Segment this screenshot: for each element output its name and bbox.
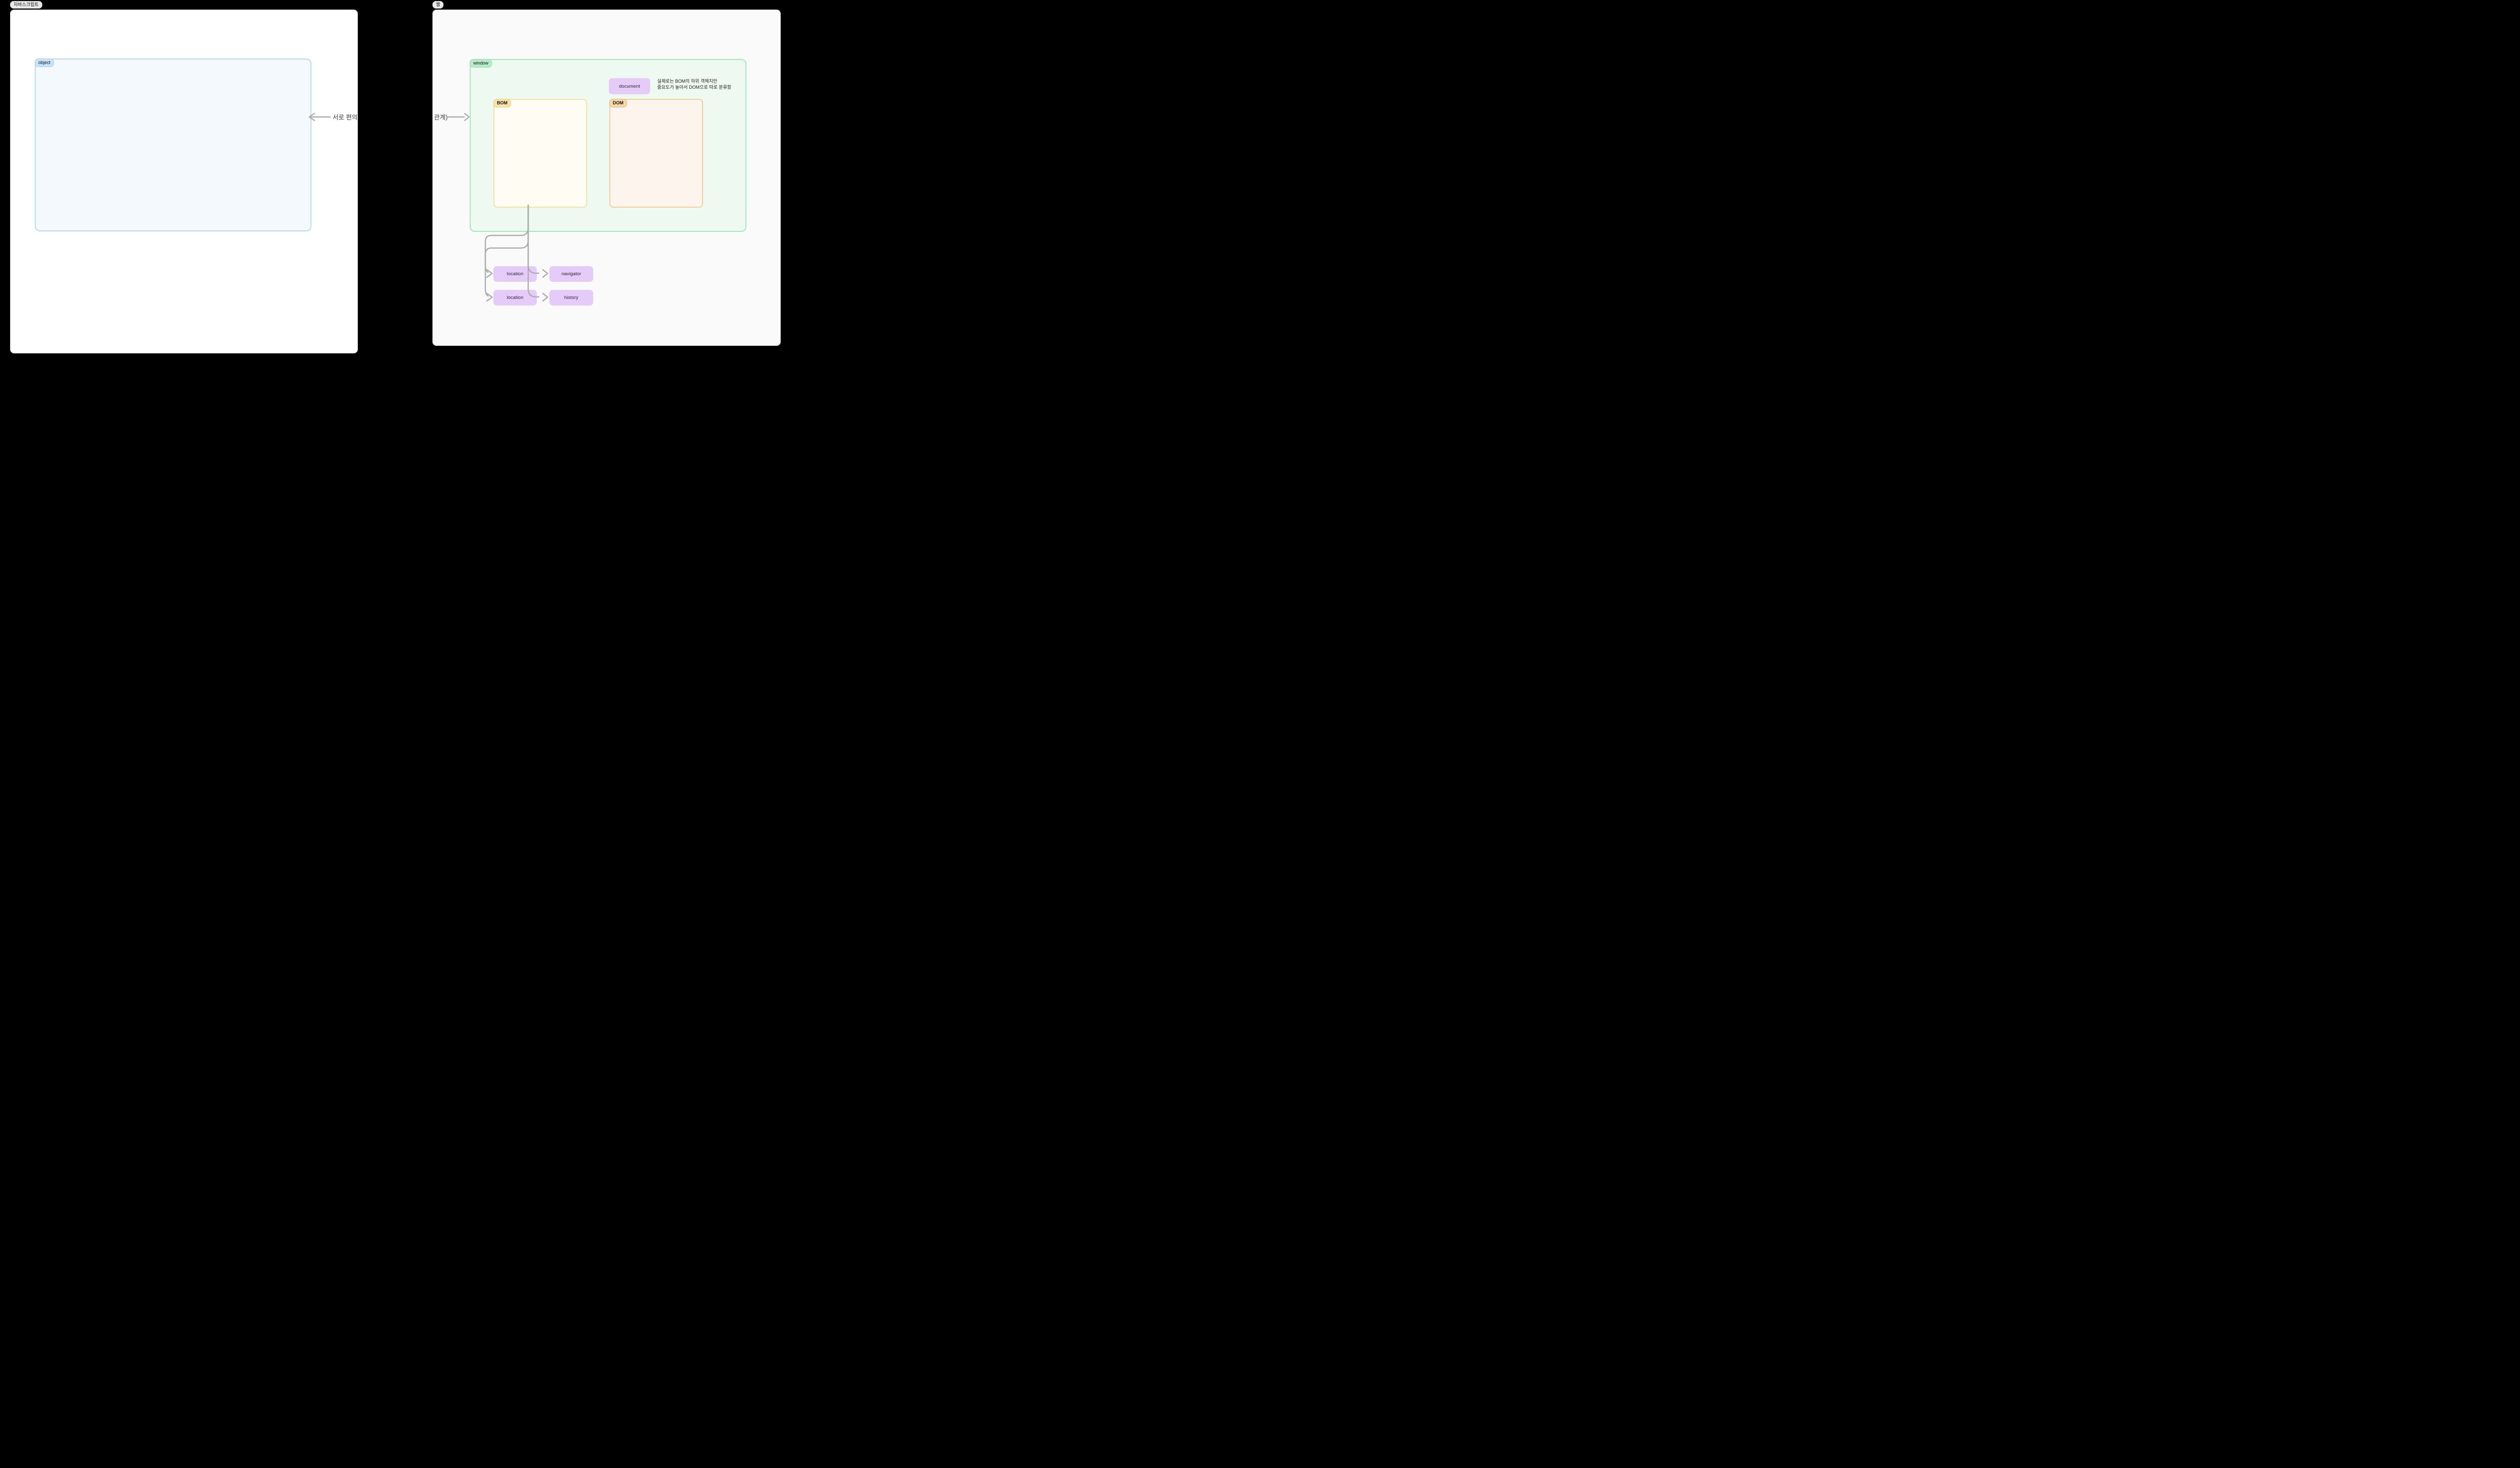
- annotation-line-2: 중요도가 높아서 DOM으로 따로 분류함: [657, 84, 731, 90]
- canvas: 자바스크립트 웹 object 서로 편의를 window document 실…: [0, 0, 790, 363]
- bom-group[interactable]: BOM: [493, 99, 587, 208]
- annotation-note: 실제로는 BOM의 하위 객체지만 중요도가 높아서 DOM으로 따로 분류함: [657, 79, 731, 90]
- navigator-node[interactable]: navigator: [549, 266, 593, 282]
- dom-group-label[interactable]: DOM: [609, 99, 627, 107]
- left-card[interactable]: object 서로 편의를: [10, 10, 358, 353]
- right-card[interactable]: window document 실제로는 BOM의 하위 객체지만 중요도가 높…: [432, 10, 781, 346]
- window-group-label[interactable]: window: [470, 59, 492, 68]
- location-node-1-label: location: [507, 271, 524, 277]
- object-group-label[interactable]: object: [35, 58, 54, 67]
- dom-group[interactable]: DOM: [609, 99, 703, 208]
- document-node[interactable]: document: [609, 78, 650, 94]
- edge-label-left-fragment: 서로 편의를: [333, 114, 358, 121]
- location-node-2-label: location: [507, 295, 524, 300]
- bom-group-label[interactable]: BOM: [493, 99, 511, 107]
- history-node[interactable]: history: [549, 290, 593, 305]
- navigator-node-label: navigator: [561, 271, 582, 277]
- document-node-label: document: [619, 83, 640, 89]
- annotation-line-1: 실제로는 BOM의 하위 객체지만: [657, 79, 718, 84]
- right-card-title-pill[interactable]: 웹: [432, 1, 444, 9]
- location-node-1[interactable]: location: [493, 266, 537, 282]
- history-node-label: history: [564, 295, 579, 300]
- edge-label-right-fragment: 관계): [434, 114, 448, 121]
- object-group[interactable]: object: [35, 58, 311, 231]
- left-card-title-pill[interactable]: 자바스크립트: [10, 1, 42, 9]
- location-node-2[interactable]: location: [493, 290, 537, 305]
